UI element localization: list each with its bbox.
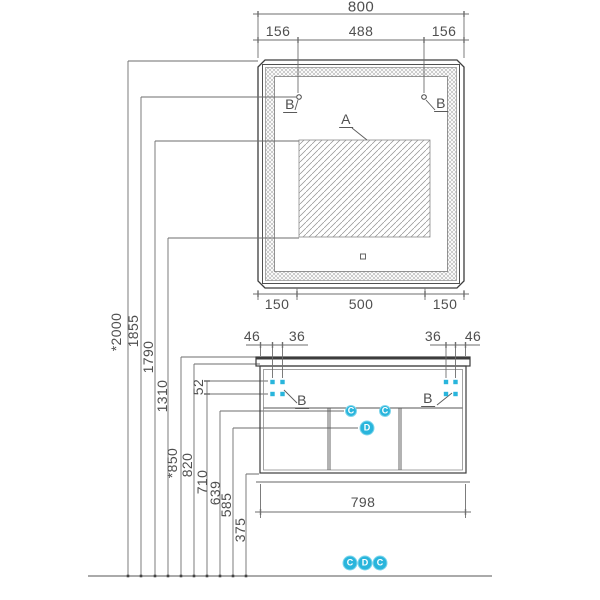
height-dimension-lines [127, 60, 358, 576]
label-leader-A [351, 127, 368, 141]
dim-height-585: 585 [218, 492, 234, 518]
dim-mirror-bottom-seg-mid: 500 [348, 296, 374, 312]
legend-marker-c1 [342, 555, 358, 571]
legend-markers [342, 555, 388, 571]
dim-cabinet-width: 798 [350, 494, 376, 510]
floor-tick-marks [126, 574, 248, 578]
cabinet-marker-circles [345, 405, 391, 436]
label-leader-B-cab-right [436, 392, 453, 406]
dim-height-1790: 1790 [140, 340, 156, 374]
cabinet-mount-holes [270, 379, 458, 397]
cabinet-front-view [255, 356, 471, 483]
dim-mirror-total-width: 800 [347, 0, 375, 16]
dim-mirror-top-seg-right: 156 [431, 23, 457, 39]
label-cab-bracket-right: B [421, 390, 435, 407]
mirror-frame-inner-line [262, 64, 460, 284]
hinge-marker-c1 [345, 405, 357, 417]
touch-sensor [360, 253, 366, 260]
mirror-bracket-hole-right [421, 94, 427, 100]
dim-mirror-top-seg-left: 156 [265, 23, 291, 39]
dim-cab-hole-left-36: 36 [288, 328, 306, 344]
drain-marker-d [359, 420, 375, 436]
mirror-dimension-lines [253, 11, 469, 300]
dim-cab-hole-right-36: 36 [424, 328, 442, 344]
label-hinge-c2: C [381, 405, 389, 416]
mirror-bracket-hole-left [296, 94, 302, 100]
dim-height-1855: 1855 [125, 314, 141, 348]
hinge-marker-c2 [379, 405, 391, 417]
door-divider-right [398, 408, 402, 470]
label-mirror-bracket-left: B [283, 96, 297, 113]
cabinet-carcass-inner [263, 369, 463, 471]
label-leader-B-cab-left [283, 389, 298, 404]
label-cab-bracket-left: B [295, 392, 309, 409]
mirror-outer-frame [257, 59, 465, 289]
label-backlight-zone: A [339, 111, 353, 128]
label-drain-d: D [363, 422, 371, 433]
legend-letter-c2: C [376, 557, 384, 568]
cabinet-dimension-lines [246, 342, 480, 518]
label-hinge-c1: C [347, 405, 355, 416]
door-divider-left [327, 408, 331, 470]
dim-cab-hole-right-46: 46 [464, 328, 482, 344]
legend-letter-c1: C [346, 557, 354, 568]
legend-letter-d: D [361, 557, 369, 568]
floor-line [88, 574, 492, 578]
dim-height-850: *850 [164, 447, 180, 479]
mirror-front-view [257, 59, 465, 289]
legend-marker-c2 [372, 555, 388, 571]
dim-hole-spacing-52: 52 [190, 378, 206, 396]
dim-height-1310: 1310 [154, 379, 170, 413]
cabinet-carcass [259, 365, 467, 474]
label-leader-B-left [294, 99, 299, 111]
dim-cab-hole-left-46: 46 [243, 328, 261, 344]
dim-mirror-bottom-seg-left: 150 [264, 296, 290, 312]
dim-height-375: 375 [232, 517, 248, 543]
dim-height-820: 820 [179, 452, 195, 478]
legend-marker-d [357, 555, 373, 571]
mirror-glass-edge [274, 76, 448, 272]
dim-height-2000: *2000 [108, 312, 124, 352]
dim-mirror-bottom-seg-right: 150 [432, 296, 458, 312]
label-leader-B-right [425, 99, 436, 111]
backlight-zone-A [298, 139, 431, 238]
dim-mirror-top-seg-mid: 488 [348, 23, 374, 39]
label-mirror-bracket-right: B [434, 95, 448, 112]
mirror-led-band-hatch [265, 67, 457, 281]
mirror-led-band-outer-edge [265, 67, 457, 281]
